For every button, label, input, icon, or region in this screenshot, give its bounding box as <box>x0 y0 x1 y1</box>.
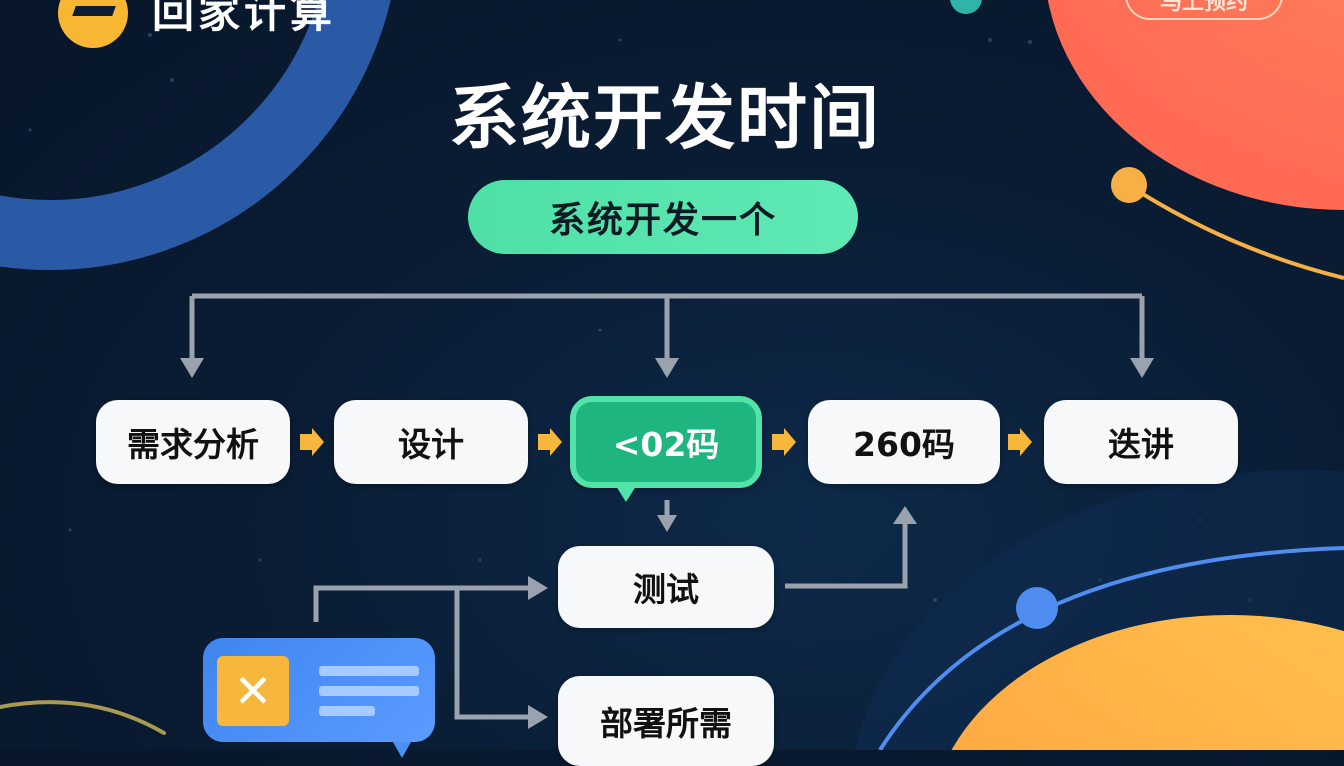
connector-arrowheads <box>180 358 1154 729</box>
node-testing[interactable]: 测试 <box>558 546 774 628</box>
coral-orb <box>1047 0 1344 210</box>
brand-name: 回家计算 <box>152 0 337 37</box>
chat-error-icon: ✕ <box>217 656 289 726</box>
background-decoration <box>0 0 1344 750</box>
node-requirements-analysis[interactable]: 需求分析 <box>96 400 290 484</box>
step-arrows <box>300 428 1032 456</box>
node-code-review[interactable]: 260码 <box>808 400 1000 484</box>
logo-mark-icon <box>58 0 128 48</box>
connector-lines <box>189 293 1145 720</box>
text-line <box>319 686 419 696</box>
blue-ring <box>0 0 391 270</box>
brand-logo: 回家计算 <box>58 0 336 48</box>
node-coding-active[interactable]: <02码 <box>570 396 762 502</box>
orange-orbit <box>1128 184 1344 280</box>
node-deployment[interactable]: 部署所需 <box>558 676 774 766</box>
text-line <box>319 666 419 676</box>
teal-dot <box>950 0 982 14</box>
text-line <box>319 706 375 716</box>
top-right-button[interactable]: 马上预约 <box>1125 0 1283 20</box>
subtitle-pill: 系统开发一个 <box>468 180 858 254</box>
page-title: 系统开发时间 <box>449 77 881 159</box>
node-iteration[interactable]: 迭讲 <box>1044 400 1238 484</box>
orange-orb <box>951 615 1344 750</box>
node-design[interactable]: 设计 <box>334 400 528 484</box>
chat-error-card: ✕ <box>203 638 435 758</box>
